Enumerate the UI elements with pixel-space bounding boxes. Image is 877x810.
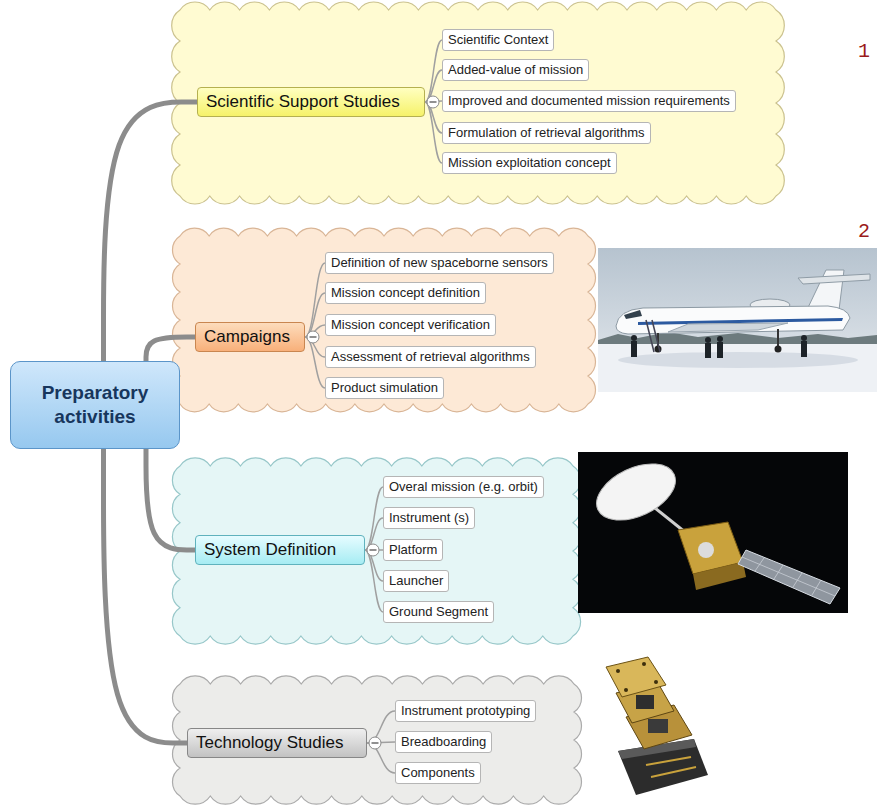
topic-box: Product simulation [325,377,444,399]
node-text: System Definition [204,540,336,560]
node-text: Improved and documented mission requirem… [448,93,730,108]
topic-connector [365,487,383,550]
branch-box: Campaigns [195,322,305,352]
node-text: Campaigns [204,327,290,347]
node-text: Product simulation [331,380,438,395]
node-text: Definition of new spaceborne sensors [331,255,548,270]
node-text: Technology Studies [196,733,343,753]
node-text: Overal mission (e.g. orbit) [389,479,538,494]
cloud-region [172,676,581,804]
node-text: Added-value of mission [448,62,583,77]
branch-box: Scientific Support Studies [197,87,425,117]
branch-connector [104,449,188,743]
topic-box: Components [395,762,481,784]
node-text: Assessment of retrieval algorithms [331,349,530,364]
node-text: Mission concept definition [331,285,480,300]
cloud-region [172,2,785,204]
cloud-region [172,228,595,412]
topic-connector [365,550,383,612]
branch-connector [146,449,195,550]
topic-box: Scientific Context [442,29,554,51]
topic-box: Ground Segment [383,601,494,623]
topic-box: Platform [383,539,443,561]
topic-connector [425,102,442,163]
topic-box: Definition of new spaceborne sensors [325,252,554,274]
topic-connector [305,337,325,388]
node-text: Components [401,765,475,780]
topic-box: Formulation of retrieval algorithms [442,122,651,144]
node-text: Formulation of retrieval algorithms [448,125,645,140]
node-text: Platform [389,542,437,557]
node-text: Instrument (s) [389,510,469,525]
topic-box: Instrument (s) [383,507,475,529]
topic-box: Added-value of mission [442,59,589,81]
topic-box: Mission exploitation concept [442,152,617,174]
hardware-image [606,657,708,795]
node-text: Launcher [389,573,443,588]
node-text: Instrument prototyping [401,703,530,718]
node-text: Mission exploitation concept [448,155,611,170]
node-text: Mission concept verification [331,317,490,332]
root-node: Preparatory activities [10,361,180,449]
collapse-symbol [307,331,319,343]
satellite-image [578,452,848,613]
topic-box: Mission concept definition [325,282,486,304]
branch-connector [146,337,195,361]
branch-box: System Definition [195,535,365,565]
collapse-symbol [427,96,439,108]
collapse-symbol [369,737,381,749]
node-text: Preparatory activities [19,381,171,429]
topic-box: Instrument prototyping [395,700,536,722]
topic-box: Launcher [383,570,449,592]
topic-box: Improved and documented mission requirem… [442,90,736,112]
node-text: Scientific Support Studies [206,92,400,112]
node-text: Scientific Context [448,32,548,47]
branch-box: Technology Studies [187,728,367,758]
topic-box: Overal mission (e.g. orbit) [383,476,544,498]
slide-number: 2 [858,220,870,243]
collapse-symbol [367,544,379,556]
topic-box: Mission concept verification [325,314,496,336]
slide-number: 1 [858,40,870,63]
topic-connector [305,293,325,337]
node-text: Breadboarding [401,734,486,749]
topic-connector [305,263,325,337]
topic-box: Breadboarding [395,731,492,753]
airplane-photo [598,248,877,392]
cloud-region [172,458,580,644]
branch-connector [104,102,198,361]
topic-box: Assessment of retrieval algorithms [325,346,536,368]
node-text: Ground Segment [389,604,488,619]
topic-connector [425,40,442,102]
